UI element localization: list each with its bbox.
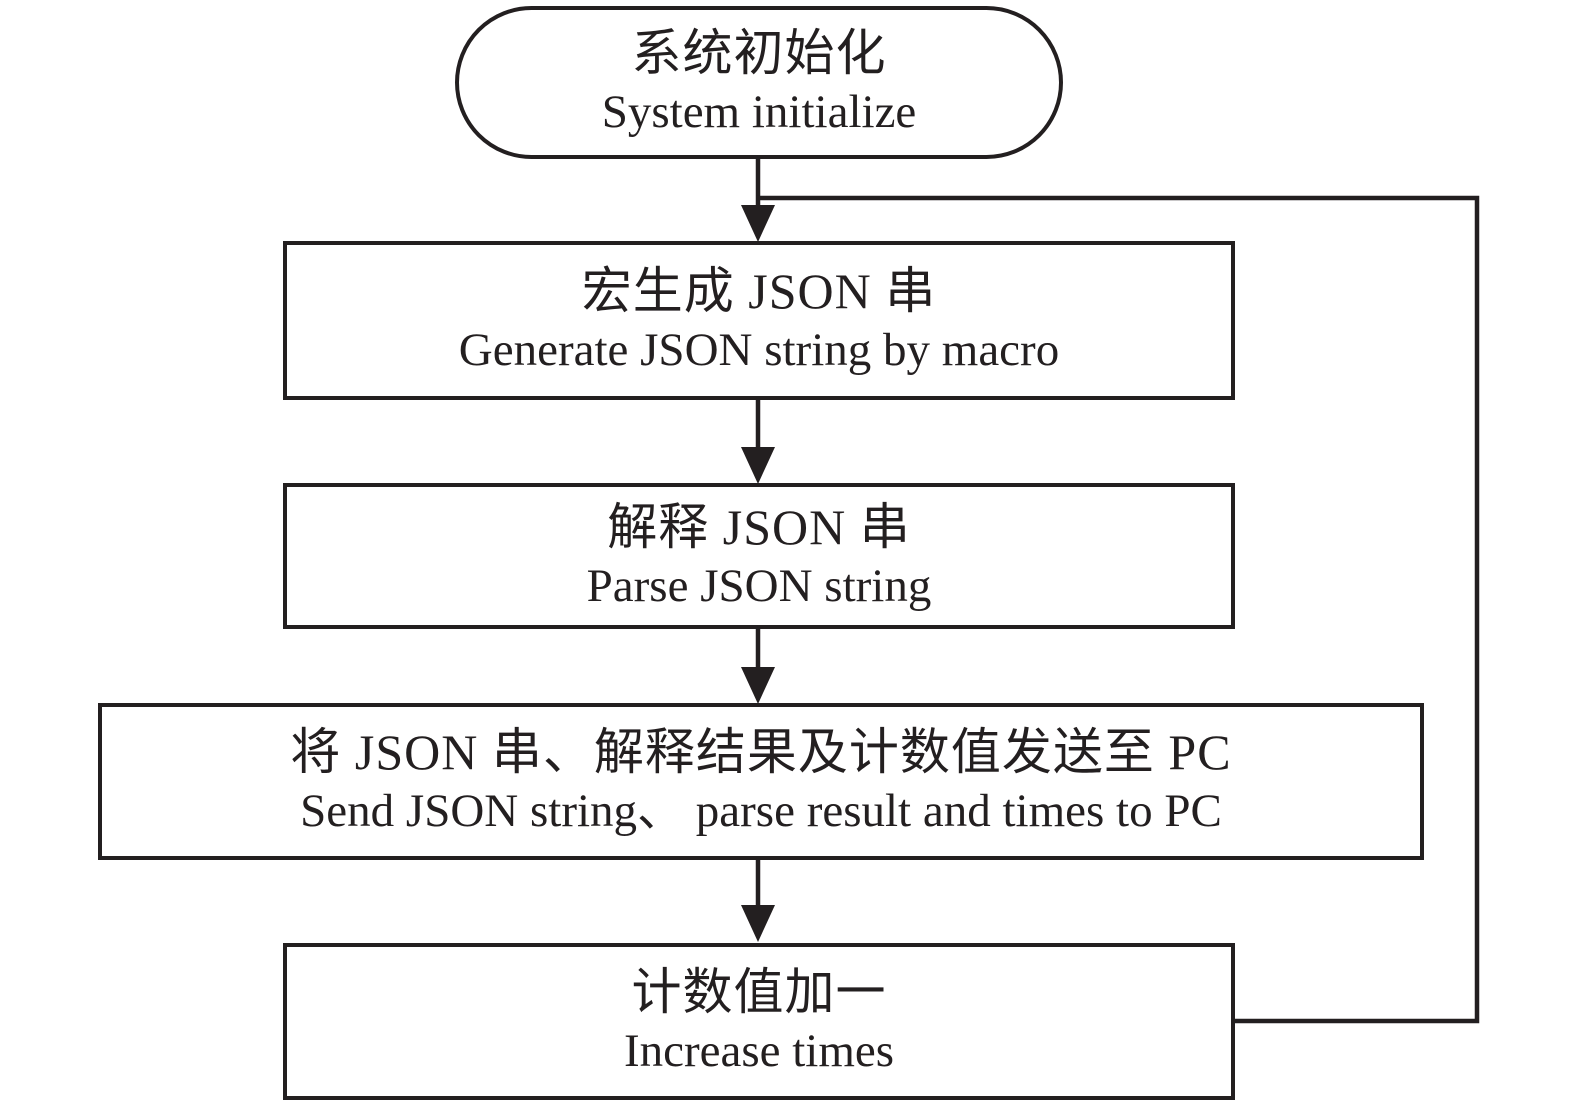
node-send-label-zh: 将 JSON 串、解释结果及计数值发送至 PC (290, 724, 1232, 781)
node-send: 将 JSON 串、解释结果及计数值发送至 PC Send JSON string… (98, 703, 1424, 860)
arrowhead-into-parse (741, 447, 775, 484)
node-increase-label-zh: 计数值加一 (631, 964, 887, 1021)
edge-increase-to-generate-loop (756, 195, 1480, 1024)
node-start: 系统初始化 System initialize (455, 6, 1063, 159)
node-parse-label-en: Parse JSON string (586, 559, 932, 612)
node-generate-label-zh: 宏生成 JSON 串 (581, 263, 937, 320)
arrowhead-into-increase (741, 905, 775, 942)
node-parse-label-zh: 解释 JSON 串 (607, 498, 911, 555)
node-start-label-en: System initialize (601, 86, 917, 139)
node-parse: 解释 JSON 串 Parse JSON string (283, 483, 1235, 629)
node-start-label-zh: 系统初始化 (631, 25, 887, 82)
node-increase: 计数值加一 Increase times (283, 943, 1235, 1100)
arrowhead-into-generate (741, 205, 775, 242)
node-generate-label-en: Generate JSON string by macro (458, 324, 1060, 377)
arrowhead-into-send (741, 667, 775, 704)
node-generate: 宏生成 JSON 串 Generate JSON string by macro (283, 241, 1235, 400)
node-increase-label-en: Increase times (623, 1025, 895, 1078)
node-send-label-en: Send JSON string、 parse result and times… (300, 785, 1222, 838)
